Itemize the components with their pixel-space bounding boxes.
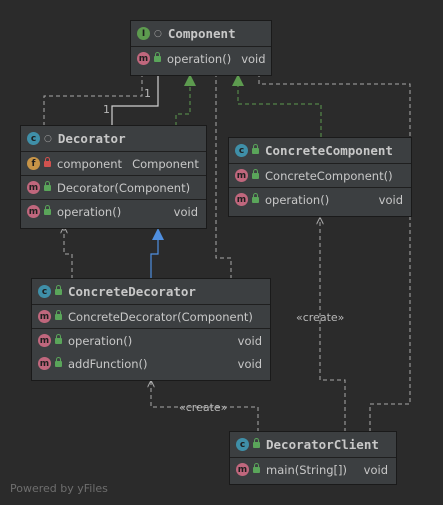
- public-icon: [55, 309, 62, 320]
- constructor-row[interactable]: m ConcreteComponent(): [229, 164, 411, 187]
- create-label: «create»: [179, 401, 228, 414]
- class-icon: c: [27, 132, 40, 145]
- node-header: I ○ Component: [131, 21, 271, 47]
- abstract-dot-icon: ○: [44, 133, 52, 144]
- field-row[interactable]: f component Component: [21, 152, 206, 175]
- public-icon: [154, 51, 161, 62]
- public-icon: [55, 333, 62, 344]
- method-name: operation(): [167, 51, 232, 66]
- public-icon: [44, 180, 51, 191]
- public-icon: [55, 284, 62, 295]
- concrete-decorator-node[interactable]: c ConcreteDecorator m ConcreteDecorator(…: [31, 278, 271, 381]
- return-type: void: [378, 192, 403, 207]
- node-header: c ○ Decorator: [21, 126, 206, 152]
- method-name: main(String[]): [266, 462, 347, 477]
- public-icon: [252, 192, 259, 203]
- constructor-row[interactable]: m Decorator(Component): [21, 176, 206, 199]
- class-icon: c: [236, 438, 249, 451]
- fields-section: f component Component: [21, 152, 206, 176]
- create-client-concretedecorator: [151, 381, 259, 432]
- method-row[interactable]: m addFunction() void: [32, 352, 270, 375]
- public-icon: [253, 437, 260, 448]
- method-icon: m: [38, 357, 51, 370]
- node-title: ConcreteComponent: [265, 143, 393, 158]
- public-icon: [252, 143, 259, 154]
- field-type: Component: [132, 156, 199, 171]
- realization-decorator-component: [175, 74, 196, 126]
- method-row[interactable]: m operation() void: [131, 47, 271, 70]
- create-client-concretecomponent: [320, 218, 346, 432]
- dependency-client-component: [259, 54, 411, 432]
- decorator-node[interactable]: c ○ Decorator f component Component m De…: [20, 125, 207, 229]
- constructor-name: ConcreteComponent(): [265, 168, 393, 183]
- node-title: Component: [167, 26, 236, 41]
- field-icon: f: [27, 157, 40, 170]
- abstract-dot-icon: ○: [154, 28, 162, 39]
- method-icon: m: [235, 169, 248, 182]
- public-icon: [55, 356, 62, 367]
- class-icon: c: [38, 285, 51, 298]
- generalization-concretedecorator-decorator: [150, 228, 164, 279]
- node-header: c ConcreteComponent: [229, 138, 411, 164]
- realization-concretecomponent-component: [232, 74, 322, 137]
- constructor-name: Decorator(Component): [57, 180, 191, 195]
- node-title: Decorator: [57, 131, 126, 146]
- node-title: DecoratorClient: [266, 437, 379, 452]
- create-label: «create»: [296, 311, 345, 324]
- public-icon: [44, 204, 51, 215]
- methods-section: m operation() void m addFunction() void: [32, 329, 270, 375]
- node-header: c DecoratorClient: [230, 432, 396, 458]
- public-icon: [252, 168, 259, 179]
- methods-section: m operation() void: [131, 47, 271, 70]
- concrete-component-node[interactable]: c ConcreteComponent m ConcreteComponent(…: [228, 137, 412, 217]
- return-type: void: [363, 462, 388, 477]
- multiplicity-label: 1: [103, 103, 110, 116]
- method-name: operation(): [265, 192, 330, 207]
- methods-section: m operation() void: [229, 188, 411, 211]
- decorator-client-node[interactable]: c DecoratorClient m main(String[]) void: [229, 431, 397, 485]
- dependency-decorator-component: [43, 54, 142, 126]
- return-type: void: [173, 204, 198, 219]
- method-name: operation(): [68, 333, 133, 348]
- method-icon: m: [235, 193, 248, 206]
- method-icon: m: [137, 52, 150, 65]
- constructors-section: m ConcreteDecorator(Component): [32, 305, 270, 329]
- generalization-arrowhead: [152, 228, 164, 240]
- method-name: addFunction(): [68, 356, 148, 371]
- realization-arrowhead-decorator: [184, 74, 196, 86]
- method-icon: m: [38, 310, 51, 323]
- public-icon: [253, 462, 260, 473]
- dependency-concretedecorator-decorator: [64, 227, 73, 279]
- interface-icon: I: [137, 27, 150, 40]
- realization-arrowhead-concretecomponent: [232, 74, 244, 86]
- multiplicity-label: 1: [144, 87, 151, 100]
- method-icon: m: [236, 463, 249, 476]
- methods-section: m main(String[]) void: [230, 458, 396, 481]
- method-row[interactable]: m main(String[]) void: [230, 458, 396, 481]
- method-row[interactable]: m operation() void: [32, 329, 270, 352]
- private-icon: [44, 156, 51, 167]
- return-type: void: [241, 51, 266, 66]
- method-icon: m: [27, 205, 40, 218]
- constructor-row[interactable]: m ConcreteDecorator(Component): [32, 305, 270, 328]
- method-icon: m: [27, 181, 40, 194]
- methods-section: m operation() void: [21, 200, 206, 223]
- constructors-section: m Decorator(Component): [21, 176, 206, 200]
- return-type: void: [237, 356, 262, 371]
- method-row[interactable]: m operation() void: [21, 200, 206, 223]
- class-icon: c: [235, 144, 248, 157]
- field-name: component: [57, 156, 123, 171]
- component-node[interactable]: I ○ Component m operation() void: [130, 20, 272, 76]
- method-name: operation(): [57, 204, 122, 219]
- node-title: ConcreteDecorator: [68, 284, 196, 299]
- constructor-name: ConcreteDecorator(Component): [68, 309, 253, 324]
- constructors-section: m ConcreteComponent(): [229, 164, 411, 188]
- dependency-concretedecorator-component: [216, 54, 232, 279]
- return-type: void: [237, 333, 262, 348]
- method-row[interactable]: m operation() void: [229, 188, 411, 211]
- node-header: c ConcreteDecorator: [32, 279, 270, 305]
- powered-by-footer: Powered by yFiles: [10, 482, 108, 495]
- method-icon: m: [38, 334, 51, 347]
